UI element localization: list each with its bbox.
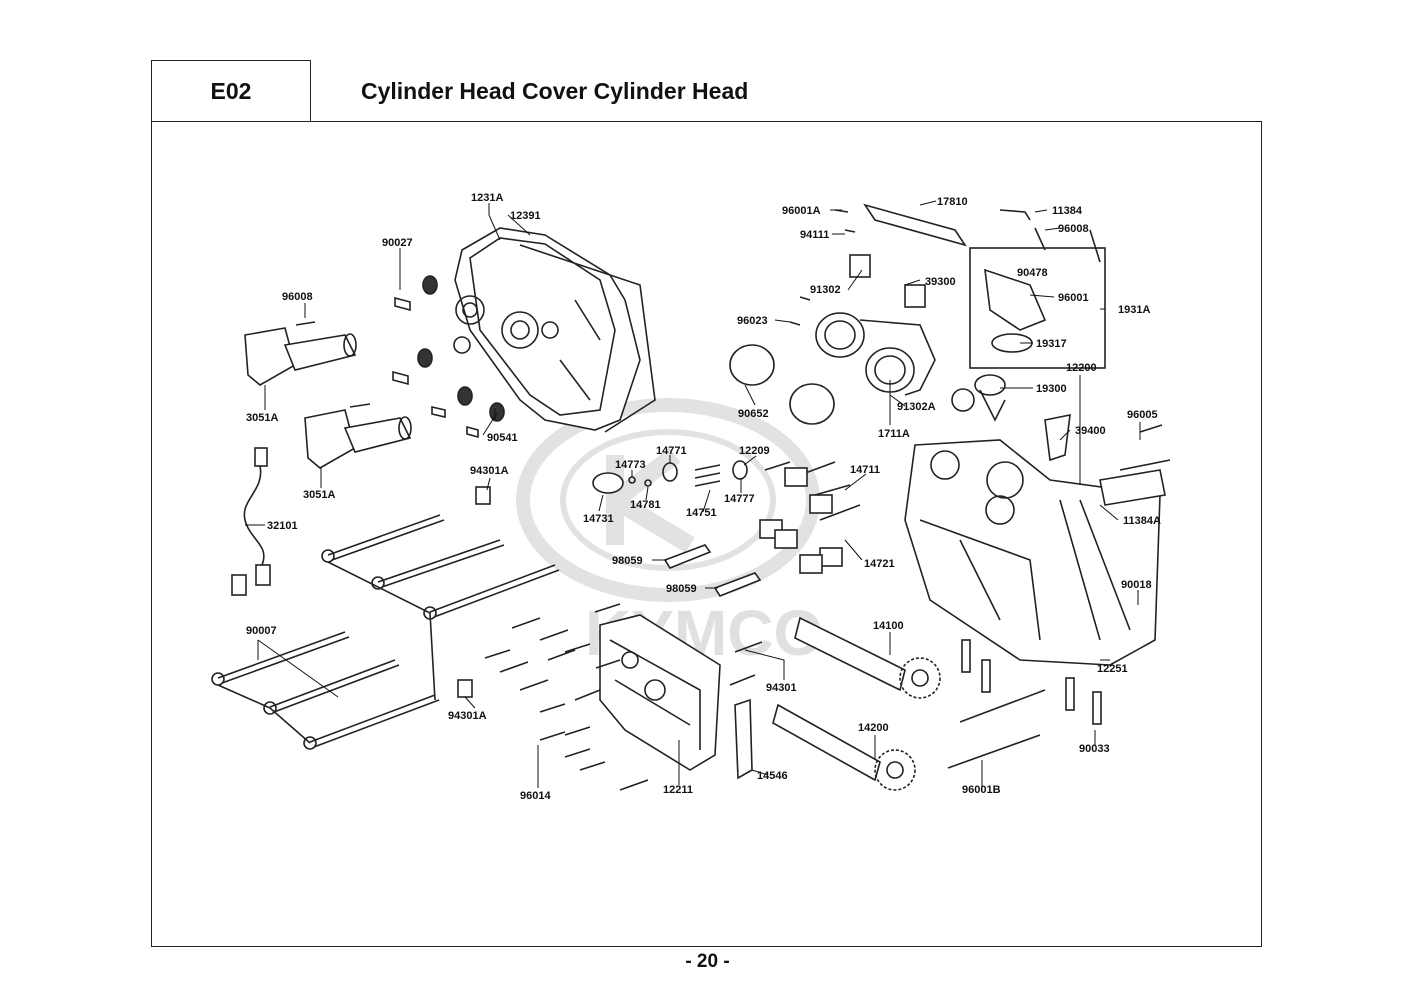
part-callouts: 1231A 12391 90027 96008 3051A 3051A 9054… bbox=[246, 192, 1161, 802]
intake-bands-drawing bbox=[729, 344, 835, 425]
dowel-drawing bbox=[475, 486, 491, 505]
spark-plug-drawing bbox=[663, 544, 712, 569]
callout-14773: 14773 bbox=[615, 459, 646, 471]
valve-train-drawing bbox=[592, 460, 861, 574]
callout-94301A: 94301A bbox=[470, 465, 509, 477]
callout-32101: 32101 bbox=[267, 520, 298, 532]
callout-14771: 14771 bbox=[656, 445, 687, 457]
callout-94301: 94301 bbox=[766, 682, 797, 694]
callout-98059: 98059 bbox=[666, 583, 697, 595]
callout-3051A: 3051A bbox=[303, 489, 335, 501]
callout-12209: 12209 bbox=[739, 445, 770, 457]
callout-39400: 39400 bbox=[1075, 425, 1106, 437]
callout-90478: 90478 bbox=[1017, 267, 1048, 279]
callout-11384A: 11384A bbox=[1123, 515, 1161, 527]
spark-plug-drawing bbox=[713, 572, 762, 597]
callout-12391: 12391 bbox=[510, 210, 541, 222]
callout-90027: 90027 bbox=[382, 237, 413, 249]
cylinder-head-drawing bbox=[904, 439, 1171, 666]
callout-90652: 90652 bbox=[738, 408, 769, 420]
callout-96023: 96023 bbox=[737, 315, 768, 327]
callout-14711: 14711 bbox=[850, 464, 880, 476]
kymco-watermark bbox=[516, 398, 820, 602]
callout-19317: 19317 bbox=[1036, 338, 1067, 350]
callout-96001B: 96001B bbox=[962, 784, 1001, 796]
camshaft-holder-drawing bbox=[599, 614, 721, 771]
callout-14721: 14721 bbox=[864, 558, 895, 570]
callout-96001: 96001 bbox=[1058, 292, 1089, 304]
diagram-header: E02 Cylinder Head Cover Cylinder Head bbox=[151, 60, 1263, 122]
callout-39300: 39300 bbox=[925, 276, 956, 288]
callout-96001A: 96001A bbox=[782, 205, 821, 217]
camshafts-drawing bbox=[772, 616, 941, 791]
callout-14100: 14100 bbox=[873, 620, 904, 632]
callout-90541: 90541 bbox=[487, 432, 518, 444]
bolts-array-drawing bbox=[484, 603, 763, 791]
chain-guide-drawing bbox=[734, 698, 753, 780]
callout-1711A: 1711A bbox=[878, 428, 910, 440]
cover-grommets-drawing bbox=[392, 275, 505, 439]
callout-14200: 14200 bbox=[858, 722, 889, 734]
callout-12211: 12211 bbox=[663, 784, 693, 796]
section-code: E02 bbox=[151, 60, 311, 121]
thermostat-drawing bbox=[969, 209, 1163, 462]
cylinder-head-cover-drawing bbox=[453, 227, 656, 433]
callout-19300: 19300 bbox=[1036, 383, 1067, 395]
leader-lines bbox=[245, 200, 1141, 790]
injector-assembly-drawing bbox=[789, 203, 967, 326]
callout-96005: 96005 bbox=[1127, 409, 1158, 421]
callout-12200: 12200 bbox=[1066, 362, 1097, 374]
callout-14751: 14751 bbox=[686, 507, 717, 519]
throttle-body-drawing bbox=[815, 312, 975, 412]
callout-91302: 91302 bbox=[810, 284, 841, 296]
ignition-coils-drawing bbox=[244, 321, 412, 469]
callout-3051A: 3051A bbox=[246, 412, 278, 424]
dowel-drawing bbox=[457, 679, 473, 698]
page-number: - 20 - bbox=[685, 951, 730, 972]
callout-1931A: 1931A bbox=[1118, 304, 1150, 316]
callout-90018: 90018 bbox=[1121, 579, 1152, 591]
diagram-frame bbox=[151, 121, 1262, 947]
callout-17810: 17810 bbox=[937, 196, 968, 208]
callout-96008: 96008 bbox=[282, 291, 313, 303]
callout-90033: 90033 bbox=[1079, 743, 1110, 755]
callout-96008: 96008 bbox=[1058, 223, 1089, 235]
callout-90007: 90007 bbox=[246, 625, 277, 637]
callout-94111: 94111 bbox=[800, 229, 829, 241]
callout-1231A: 1231A bbox=[471, 192, 503, 204]
head-studs-drawing bbox=[947, 639, 1102, 769]
wire-harness-drawing bbox=[231, 447, 271, 596]
callout-14731: 14731 bbox=[583, 513, 614, 525]
callout-14777: 14777 bbox=[724, 493, 755, 505]
callout-98059: 98059 bbox=[612, 555, 643, 567]
callout-94301A: 94301A bbox=[448, 710, 487, 722]
callout-91302A: 91302A bbox=[897, 401, 936, 413]
callout-96014: 96014 bbox=[520, 790, 551, 802]
callout-14546: 14546 bbox=[757, 770, 788, 782]
callout-12251: 12251 bbox=[1097, 663, 1128, 675]
page-title: Cylinder Head Cover Cylinder Head bbox=[361, 78, 749, 104]
callout-11384: 11384 bbox=[1052, 205, 1083, 217]
callout-14781: 14781 bbox=[630, 499, 661, 511]
